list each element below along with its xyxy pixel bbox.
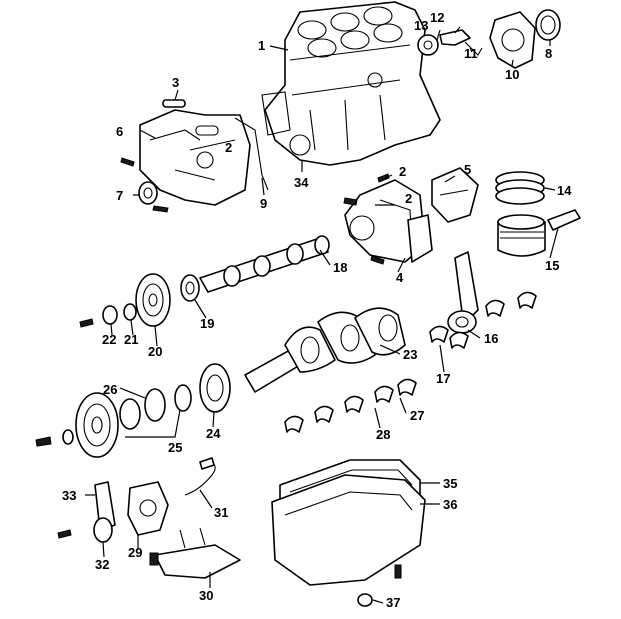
connecting-rod-16	[447, 251, 479, 334]
callout-9: 9	[260, 196, 267, 211]
thrust-plate-19	[180, 274, 200, 302]
callout-34: 34	[294, 175, 309, 190]
main-bearing-27a	[374, 385, 394, 403]
oil-pump-assembly	[344, 167, 479, 263]
bolt-2-top	[377, 173, 390, 183]
bolt-chain	[57, 529, 72, 539]
callout-11: 11	[464, 46, 478, 61]
oil-strainer-30	[154, 527, 241, 579]
callout-2b: 2	[399, 164, 406, 179]
bolt-pump-29	[149, 552, 159, 566]
bearing-17b	[449, 331, 469, 349]
washer-pulley-bolt	[62, 429, 74, 445]
callout-36: 36	[443, 497, 457, 512]
callout-29: 29	[128, 545, 142, 560]
callout-32: 32	[95, 557, 109, 572]
oil-seal-8	[535, 9, 561, 41]
callout-31: 31	[214, 505, 228, 520]
callout-13: 13	[414, 18, 428, 33]
washer-22	[102, 305, 118, 325]
crankshaft-23	[244, 307, 406, 393]
main-bearing-27b	[397, 378, 417, 396]
callout-19: 19	[200, 316, 214, 331]
callout-27: 27	[410, 408, 424, 423]
callout-20: 20	[148, 344, 162, 359]
main-bearing-28a	[284, 415, 304, 433]
bearing-upper-a	[485, 299, 505, 317]
bolt-left-cover	[120, 157, 135, 167]
callout-14: 14	[557, 183, 572, 198]
bolt-lower-cover	[152, 205, 169, 213]
gear-26	[144, 388, 166, 422]
camshaft-18	[199, 235, 330, 293]
callout-labels: 1 2 3 6 7 9 34 13 12 11 10 8 2 2 5 4 14 …	[62, 10, 572, 610]
callout-8: 8	[545, 46, 552, 61]
callout-33: 33	[62, 488, 76, 503]
bolt-2-left	[343, 197, 358, 206]
gasket-36	[271, 474, 426, 586]
callout-21: 21	[124, 332, 138, 347]
callout-4: 4	[396, 270, 404, 285]
callout-25: 25	[168, 440, 182, 455]
callout-35: 35	[443, 476, 457, 491]
callout-37: 37	[386, 595, 400, 610]
callout-17: 17	[436, 371, 450, 386]
bolt-camgear	[79, 318, 94, 328]
callout-1: 1	[258, 38, 265, 53]
timing-chain-33	[93, 481, 116, 543]
crank-gear-24	[199, 363, 231, 413]
bolt-pump-lower	[370, 255, 385, 265]
callout-26: 26	[103, 382, 117, 397]
washer-25	[174, 384, 192, 412]
bracket-12	[439, 29, 471, 46]
oil-seal-7	[138, 181, 158, 205]
callout-15: 15	[545, 258, 559, 273]
callout-18: 18	[333, 260, 347, 275]
callout-10: 10	[505, 67, 519, 82]
callout-3: 3	[172, 75, 179, 90]
callout-23: 23	[403, 347, 417, 362]
timing-cover	[139, 109, 269, 206]
callout-2a: 2	[225, 140, 232, 155]
bolt-pan	[394, 564, 402, 579]
piston-15	[497, 209, 581, 257]
spacer-pulley	[119, 398, 141, 430]
callout-7: 7	[116, 188, 123, 203]
callout-2c: 2	[405, 191, 412, 206]
gasket-13	[417, 34, 439, 56]
pulley-bolt	[35, 436, 52, 447]
drain-plug-37	[357, 593, 373, 607]
main-bearing-28b	[314, 405, 334, 423]
rear-plate-10	[489, 11, 536, 69]
key-21	[123, 303, 137, 321]
cam-gear-20	[135, 273, 171, 327]
callout-16: 16	[484, 331, 498, 346]
pipe-flange-31	[199, 457, 215, 470]
oring-3	[162, 99, 186, 108]
callout-30: 30	[199, 588, 213, 603]
callout-12: 12	[430, 10, 444, 25]
pin-11	[464, 41, 483, 56]
crank-pulley	[75, 392, 119, 458]
leader-lines	[85, 26, 559, 604]
callout-24: 24	[206, 426, 221, 441]
bearing-upper-b	[517, 291, 537, 309]
oil-pump-29	[127, 481, 169, 536]
piston-rings-14	[495, 171, 545, 205]
bearing-17a	[429, 325, 449, 343]
cylinder-block	[261, 1, 441, 166]
callout-22: 22	[102, 332, 116, 347]
callout-6: 6	[116, 124, 123, 139]
callout-28: 28	[376, 427, 390, 442]
callout-5: 5	[464, 162, 471, 177]
main-bearing-28c	[344, 395, 364, 413]
